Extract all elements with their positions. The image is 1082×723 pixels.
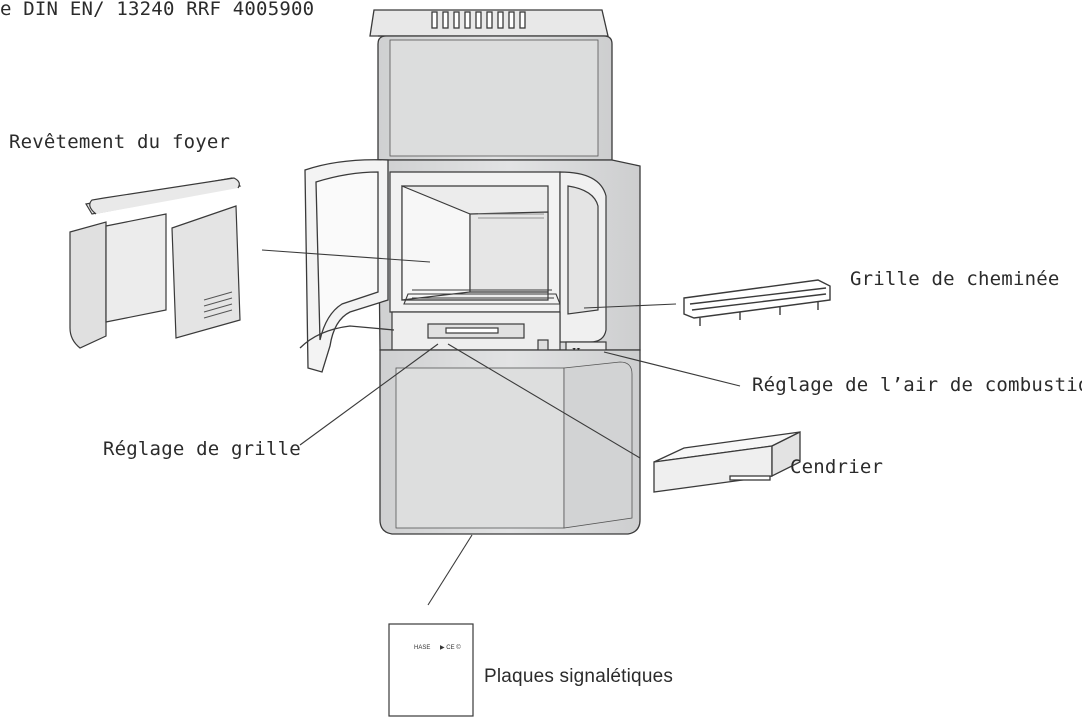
side-panel: Hase bbox=[559, 171, 607, 359]
ash-drawer-front bbox=[391, 311, 561, 359]
firebox bbox=[389, 171, 561, 313]
label-fire-grate: Grille de cheminée bbox=[850, 268, 1060, 290]
label-firebox-lining: Revêtement du foyer bbox=[9, 131, 231, 153]
fire-grate-part bbox=[683, 279, 831, 326]
leader-lines bbox=[261, 249, 741, 606]
type-plate: HASE ▶ CE © bbox=[388, 623, 474, 717]
ce-mark-icon: ▶ CE © bbox=[440, 644, 461, 651]
label-ash-pan: Cendrier bbox=[790, 456, 884, 478]
label-type-plates: Plaques signalétiques bbox=[484, 666, 674, 687]
ash-pan-part bbox=[653, 430, 801, 493]
stove-top-cap bbox=[369, 9, 609, 37]
label-grate-adjust: Réglage de grille bbox=[103, 438, 301, 460]
firebox-lining-parts bbox=[69, 177, 242, 349]
top-vents bbox=[431, 11, 526, 29]
svg-text:HASE: HASE bbox=[414, 645, 430, 651]
header-fragment: e DIN EN/ 13240 RRF 4005900 bbox=[0, 0, 315, 20]
svg-text:▶ CE ©: ▶ CE © bbox=[440, 644, 461, 651]
label-combustion-air: Réglage de l’air de combustion bbox=[752, 374, 1082, 396]
stove-base bbox=[379, 349, 641, 535]
